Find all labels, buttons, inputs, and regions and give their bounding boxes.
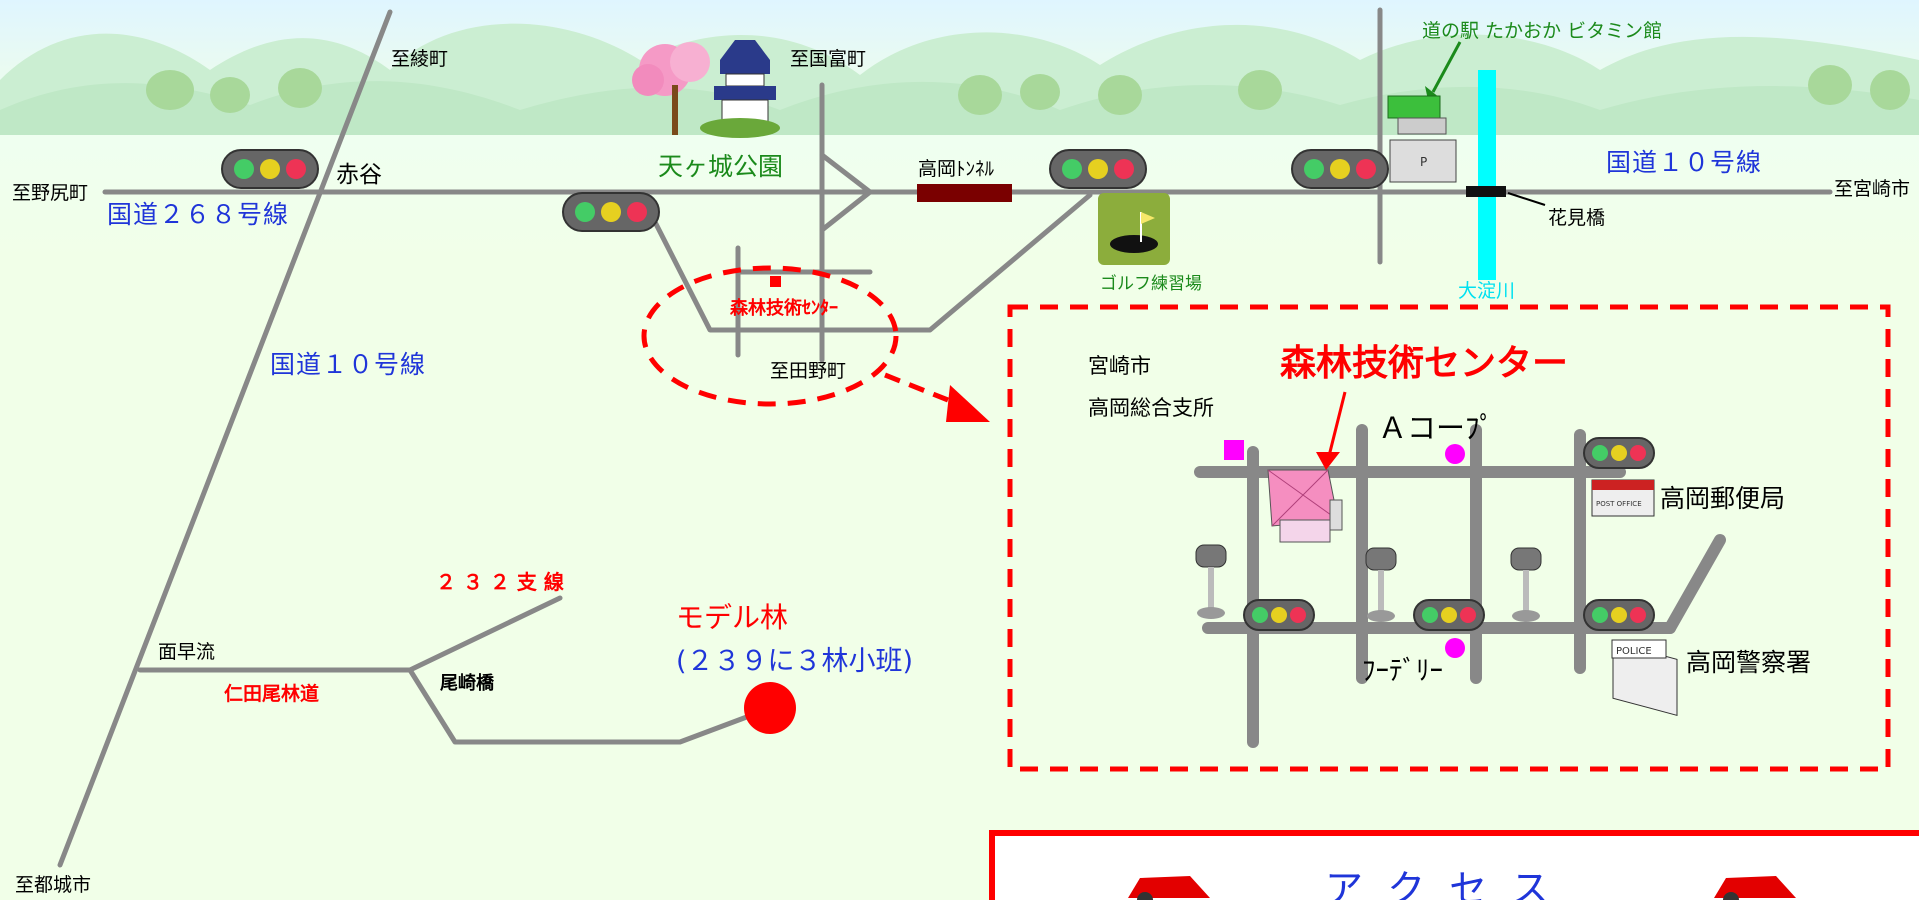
dest-nojiri: 至野尻町 [12, 182, 89, 204]
castle-sakura-icon [632, 40, 780, 138]
svg-text:P: P [1420, 155, 1427, 169]
car-icon-left [1128, 876, 1210, 900]
dest-tanocho: 至田野町 [770, 360, 847, 382]
police-icon: POLICE [1611, 639, 1678, 716]
traffic-light-icon [1291, 149, 1389, 189]
model-forest-title: モデル林 [676, 601, 789, 634]
route-10-label-right: 国道１０号線 [1606, 148, 1763, 177]
place-takaoka-tunnel: 高岡ﾄﾝﾈﾙ [918, 158, 995, 180]
zoom-arrow [884, 372, 949, 403]
dest-ayacho: 至綾町 [391, 48, 449, 70]
traffic-light-icon [1243, 599, 1315, 631]
road-junction [819, 152, 873, 233]
access-title: ア ク セ ス [1325, 867, 1556, 900]
dest-kunitomi: 至国富町 [790, 48, 867, 70]
inset-acoop: Ａコーﾌﾟ [1378, 411, 1495, 445]
model-forest-detail: (２３９に３林小班) [676, 646, 914, 677]
inset-title: 森林技術センター [1280, 343, 1569, 384]
traffic-light-icon [1583, 437, 1655, 469]
post-office-icon: POST OFFICE [1591, 479, 1655, 517]
hanamibashi-pointer [1507, 192, 1546, 206]
place-amagajo-park: 天ヶ城公園 [658, 152, 784, 181]
route-268-label: 国道２６８号線 [107, 200, 290, 229]
bridge-hanamibashi [1466, 186, 1506, 197]
road-to-forest-center [652, 192, 1093, 333]
svg-text:POLICE: POLICE [1616, 646, 1652, 657]
place-golf-range: ゴルフ練習場 [1100, 274, 1202, 294]
roadside-station-icon: P [1387, 41, 1462, 183]
traffic-light-icon [1583, 599, 1655, 631]
traffic-light-icon [1413, 599, 1485, 631]
fadley-marker [1445, 638, 1465, 658]
route-10-label-left: 国道１０号線 [270, 350, 427, 379]
inset-branch-line2: 高岡総合支所 [1088, 396, 1214, 420]
place-branch-232: ２ ３ ２ 支 線 [436, 570, 564, 594]
route10-road [57, 9, 393, 868]
traffic-light-icon [1049, 149, 1147, 189]
dest-miyakonojo: 至都城市 [15, 874, 92, 896]
place-omohaya: 面早流 [158, 641, 216, 663]
river [1478, 70, 1496, 280]
inset-police: 高岡警察署 [1686, 648, 1812, 677]
tunnel-icon [917, 184, 1012, 202]
place-forest-center-small: 森林技術ｾﾝﾀｰ [730, 298, 838, 319]
inset-post-office: 高岡郵便局 [1660, 484, 1786, 513]
tree-icons [146, 65, 1910, 115]
place-onyodo-river: 大淀川 [1458, 280, 1516, 302]
place-nitao-forest-road: 仁田尾林道 [224, 683, 320, 705]
forest-center-highlight [641, 265, 899, 407]
svg-text:POST OFFICE: POST OFFICE [1596, 500, 1642, 508]
place-akaya: 赤谷 [336, 162, 382, 188]
road-nitao [137, 667, 763, 745]
branch-office-marker [1224, 440, 1244, 460]
forest-center-marker [770, 276, 781, 287]
place-hanamibashi: 花見橋 [1548, 207, 1606, 229]
pedestrian-signal-icons [1195, 544, 1542, 622]
golf-range-icon [1098, 193, 1170, 265]
traffic-light-icon [221, 149, 319, 189]
traffic-light-icons [221, 149, 1389, 232]
road-branch-232 [407, 595, 563, 673]
place-roadside-station: 道の駅 たかおか ビタミン館 [1422, 20, 1663, 42]
car-icon-right [1714, 876, 1796, 900]
main-roads [57, 7, 1833, 868]
model-forest-marker [744, 682, 796, 734]
inset-fadley: ﾌｰﾃﾞﾘｰ [1362, 656, 1443, 687]
acoop-marker [1445, 444, 1465, 464]
zoom-arrow-head [946, 385, 990, 422]
inset-branch-line1: 宮崎市 [1088, 354, 1151, 378]
inset-frame [1007, 304, 1891, 772]
inset-traffic-lights [1243, 437, 1655, 631]
forest-center-building-icon [1267, 391, 1347, 543]
dest-miyazaki: 至宮崎市 [1834, 178, 1911, 200]
place-osakibashi: 尾崎橋 [440, 673, 494, 694]
traffic-light-icon [562, 192, 660, 232]
